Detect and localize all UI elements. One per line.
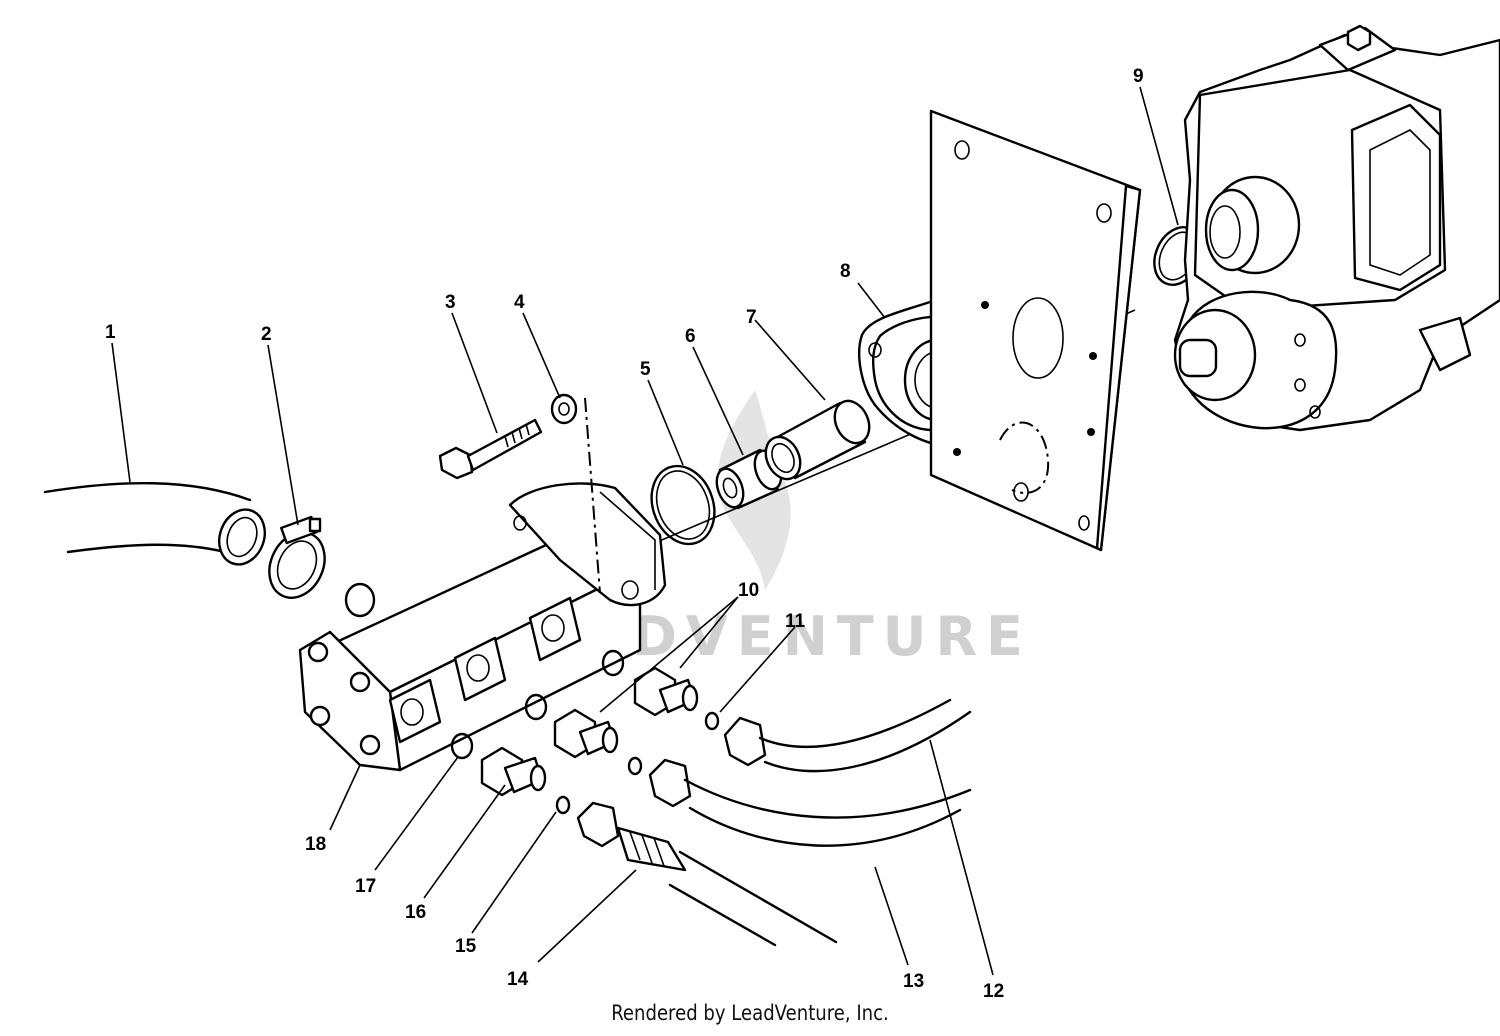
label-7: 7 (746, 307, 757, 328)
transmission-housing (1173, 24, 1500, 432)
part-hose-13 (648, 758, 972, 847)
label-1: 1 (105, 322, 116, 343)
label-17: 17 (355, 876, 376, 897)
part-hose-14 (576, 801, 838, 947)
label-9: 9 (1133, 66, 1144, 87)
label-15: 15 (455, 936, 477, 957)
part-sleeve (764, 399, 871, 481)
part-fitting-upper (633, 666, 699, 717)
label-8: 8 (840, 261, 851, 282)
leader-lines (111, 86, 1179, 976)
part-fitting-16 (480, 746, 547, 797)
label-10: 10 (738, 580, 759, 601)
callout-labels: 1 2 3 4 5 6 7 8 9 10 11 12 13 14 15 16 1… (105, 66, 1144, 1002)
label-16: 16 (405, 902, 426, 923)
label-14: 14 (507, 969, 529, 990)
label-3: 3 (445, 292, 456, 313)
mounting-plate (929, 109, 1142, 552)
label-11: 11 (785, 611, 806, 632)
part-o-ring-large (650, 464, 716, 546)
label-2: 2 (261, 324, 272, 345)
part-hose-12 (723, 698, 972, 773)
label-12: 12 (983, 981, 1004, 1002)
part-hose-suction (43, 481, 266, 566)
part-gear-pump (298, 397, 667, 772)
label-6: 6 (685, 326, 696, 347)
part-hose-clamp (268, 515, 326, 599)
label-4: 4 (514, 292, 525, 313)
part-fitting-lower (553, 708, 619, 759)
part-washer (550, 393, 578, 425)
part-coupler (715, 448, 783, 510)
o-rings-pump-ports (450, 649, 720, 815)
label-18: 18 (305, 834, 326, 855)
part-bolt (438, 418, 543, 480)
render-credit: Rendered by LeadVenture, Inc. (611, 1001, 889, 1025)
label-5: 5 (640, 359, 651, 380)
label-13: 13 (903, 971, 924, 992)
